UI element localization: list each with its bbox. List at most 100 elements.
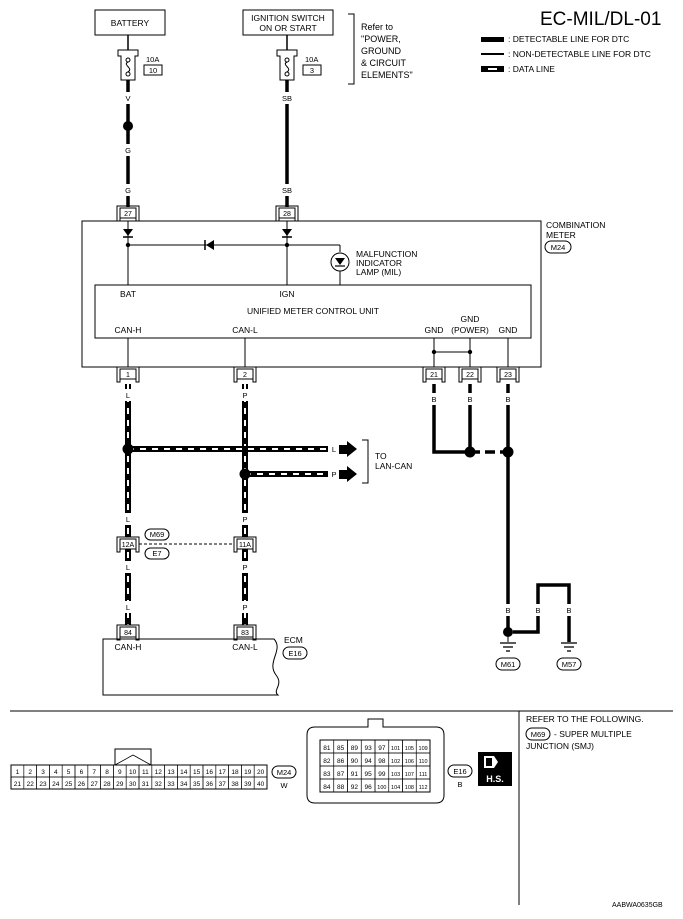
fuse-3: 10A 3: [276, 49, 322, 81]
e16-pin-cell: 95: [365, 771, 373, 778]
wire-color-l4: L: [126, 603, 130, 612]
fuse-10-number: 10: [149, 66, 157, 75]
wire-color-b5: B: [535, 606, 540, 615]
svg-text:84: 84: [124, 630, 132, 637]
pin-1: 1: [116, 366, 140, 383]
wire-color-b4: B: [505, 606, 510, 615]
svg-text:28: 28: [283, 211, 291, 218]
refer-line-1: Refer to: [361, 22, 393, 32]
diagram-code: AABWA0635GB: [612, 902, 663, 909]
diode-ign: [282, 229, 292, 236]
wire-color-sb1: SB: [282, 94, 292, 103]
combination-meter-box: [81, 220, 542, 368]
terminal-can-l: CAN-L: [232, 325, 258, 335]
m24-connector-label: M24: [277, 768, 292, 777]
mil-lamp-icon: [330, 252, 350, 272]
m24-pin-cell: 29: [116, 781, 124, 788]
terminal-can-h: CAN-H: [115, 325, 142, 335]
refer-m69: M69: [531, 730, 546, 739]
legend-detectable-swatch: [481, 37, 504, 42]
m24-pin-cell: 2: [28, 769, 32, 776]
m24-pin-cell: 34: [180, 781, 188, 788]
e16-pin-cell: 96: [365, 784, 373, 791]
ground-m57-label: M57: [562, 660, 577, 669]
battery-box: BATTERY: [94, 9, 166, 36]
wire-color-sb2: SB: [282, 186, 292, 195]
refer-line-4: & CIRCUIT: [361, 58, 407, 68]
e16-pin-cell: 82: [323, 758, 331, 765]
e16-pin-cell: 90: [351, 758, 359, 765]
terminal-gnd-1: GND: [425, 325, 444, 335]
m24-pin-cell: 3: [41, 769, 45, 776]
diagram-title: EC-MIL/DL-01: [540, 9, 661, 30]
e16-pin-cell: 98: [378, 758, 386, 765]
arrow-lan-l: [347, 441, 357, 457]
ignition-switch-box: IGNITION SWITCH ON OR START: [242, 9, 334, 36]
legend-non-detectable-label: : NON-DETECTABLE LINE FOR DTC: [508, 49, 651, 59]
e16-pin-cell: 94: [365, 758, 373, 765]
pin-12a: 12A: [116, 536, 140, 553]
m24-pin-cell: 6: [80, 769, 84, 776]
e16-pin-cell: 100: [377, 785, 386, 791]
e16-pin-cell: 87: [337, 771, 345, 778]
ecm-can-l: CAN-L: [232, 642, 258, 652]
ignition-label-2: ON OR START: [259, 23, 316, 33]
wire-color-b2: B: [467, 395, 472, 404]
m24-pin-cell: 11: [142, 769, 149, 776]
wire-color-g2: G: [125, 186, 131, 195]
m24-pin-cell: 32: [155, 781, 163, 788]
wire-color-p-out: P: [331, 470, 336, 479]
arrow-lan-p: [347, 466, 357, 482]
legend: : DETECTABLE LINE FOR DTC : NON-DETECTAB…: [481, 34, 651, 74]
splice-can-h: [122, 443, 134, 455]
e16-pin-cell: 112: [419, 785, 428, 791]
harness-side-icon: H.S.: [478, 752, 512, 786]
m24-pin-cell: 12: [155, 769, 163, 776]
wire-gnd-21: [432, 384, 470, 454]
wire-color-b1: B: [431, 395, 436, 404]
e16-pin-cell: 89: [351, 745, 359, 752]
wire-color-l3: L: [126, 563, 130, 572]
wire-color-b6: B: [566, 606, 571, 615]
combination-meter-label-2: METER: [546, 230, 576, 240]
svg-text:12A: 12A: [122, 542, 135, 549]
pin-2: 2: [233, 366, 257, 383]
m24-pin-cell: 14: [180, 769, 188, 776]
to-lan-can-2: LAN-CAN: [375, 461, 412, 471]
e16-pin-cell: 91: [351, 771, 359, 778]
m24-connector-color: W: [280, 781, 288, 790]
wire-color-p1: P: [242, 391, 247, 400]
m24-pin-cell: 21: [14, 781, 22, 788]
fuse-3-number: 3: [310, 66, 314, 75]
e16-pin-cell: 101: [391, 746, 400, 752]
e16-pin-cell: 88: [337, 784, 345, 791]
pin-27: 27: [116, 205, 140, 222]
pin-83: 83: [233, 624, 257, 641]
e16-pin-cell: 99: [378, 771, 386, 778]
terminal-gnd-power-1: GND: [461, 314, 480, 324]
ground-symbol-m61: [500, 642, 516, 652]
e16-pin-cell: 85: [337, 745, 345, 752]
ignition-label-1: IGNITION SWITCH: [251, 13, 325, 23]
svg-text:23: 23: [504, 372, 512, 379]
fuse-10-amp: 10A: [146, 55, 159, 64]
e16-pin-cell: 110: [419, 759, 428, 765]
e16-connector-label: E16: [453, 767, 466, 776]
wire-color-l1: L: [126, 391, 130, 400]
combination-meter-label-1: COMBINATION: [546, 220, 605, 230]
terminal-ign: IGN: [279, 289, 294, 299]
m24-pin-cell: 10: [129, 769, 137, 776]
m24-pin-cell: 24: [52, 781, 60, 788]
wire-color-g1: G: [125, 146, 131, 155]
pin-28: 28: [275, 205, 299, 222]
svg-text:83: 83: [241, 630, 249, 637]
diode-bat: [123, 229, 133, 236]
e16-pin-cell: 109: [419, 746, 428, 752]
e16-pin-cell: 93: [365, 745, 373, 752]
refer-line-2: "POWER,: [361, 34, 401, 44]
m24-pin-cell: 20: [257, 769, 265, 776]
refer-desc-2: JUNCTION (SMJ): [526, 741, 594, 751]
splice-ground-m61: [503, 627, 513, 637]
splice-battery: [123, 121, 133, 131]
